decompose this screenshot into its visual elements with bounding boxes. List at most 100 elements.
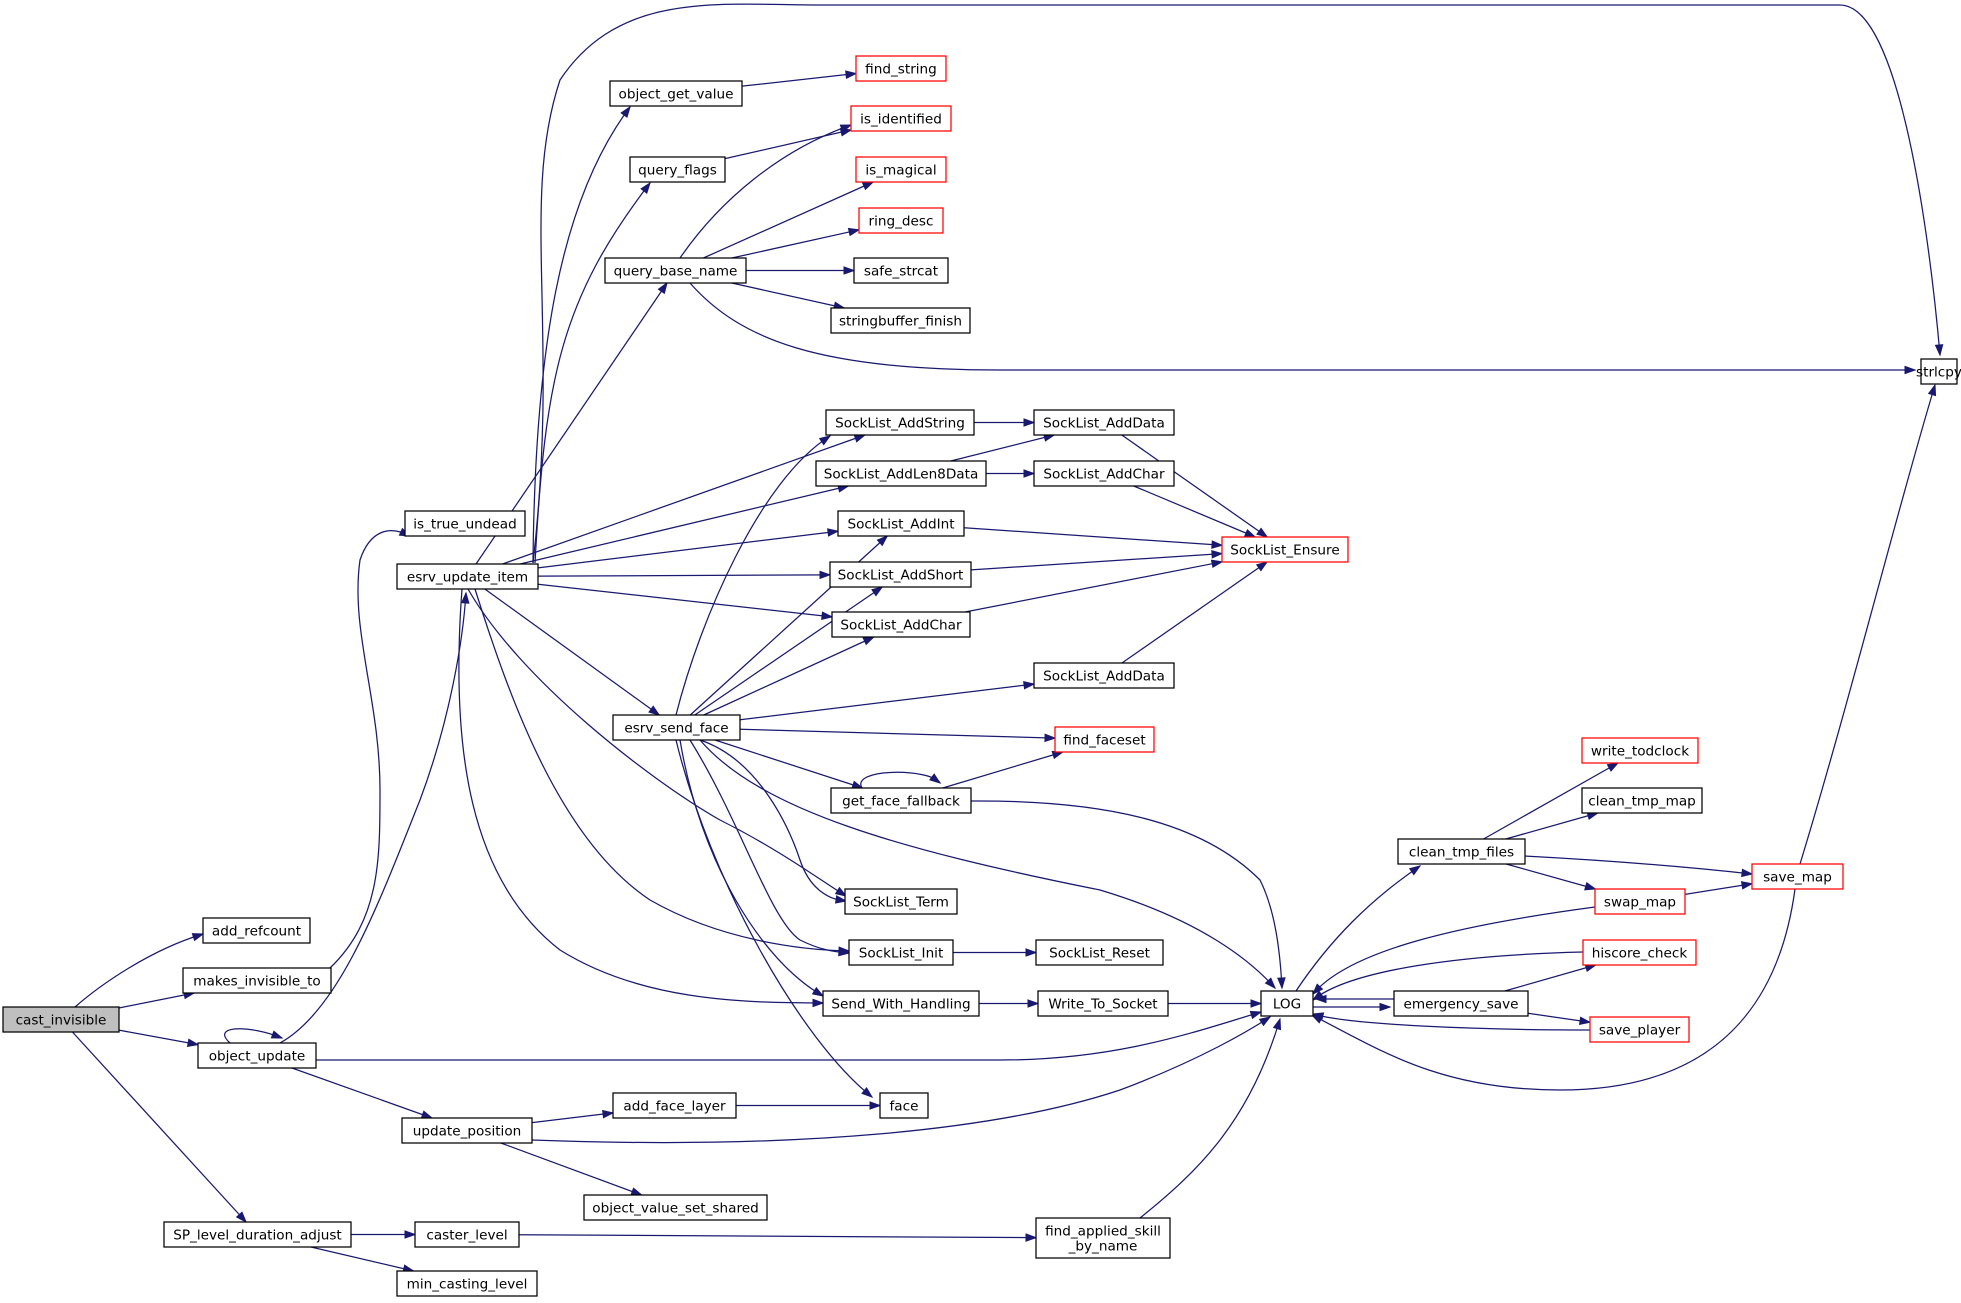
node-get-face-fallback[interactable]: get_face_fallback bbox=[830, 787, 972, 814]
node-label: SockList_AddInt bbox=[847, 517, 954, 533]
edge-swap_map-to-save_map bbox=[1684, 881, 1754, 895]
edge-object_update-to-object_update bbox=[224, 1028, 284, 1044]
edge-esrv_send_face-to-socklist_addshort bbox=[694, 586, 884, 716]
edge-query_base_name-to-is_magical bbox=[703, 181, 875, 259]
node-emergency-save[interactable]: emergency_save bbox=[1393, 990, 1529, 1017]
node-box bbox=[822, 990, 980, 1017]
node-socklist-addlen8data[interactable]: SockList_AddLen8Data bbox=[815, 460, 987, 487]
node-object-update[interactable]: object_update bbox=[197, 1042, 317, 1069]
node-box bbox=[604, 257, 747, 284]
node-label: SockList_AddShort bbox=[838, 568, 964, 584]
edge-socklist_init-to-socklist_reset bbox=[953, 948, 1038, 957]
node-min-casting-level[interactable]: min_casting_level bbox=[396, 1270, 538, 1297]
node-label: object_value_set_shared bbox=[592, 1201, 759, 1217]
node-is-magical[interactable]: is_magical bbox=[855, 156, 947, 183]
node-label: write_todclock bbox=[1591, 744, 1689, 760]
node-box bbox=[1033, 662, 1175, 689]
node-sp-level-duration-adjust[interactable]: SP_level_duration_adjust bbox=[163, 1221, 352, 1248]
node-face[interactable]: face bbox=[879, 1092, 929, 1119]
node-swap-map[interactable]: swap_map bbox=[1594, 888, 1686, 915]
node-add-face-layer[interactable]: add_face_layer bbox=[612, 1092, 737, 1119]
node-socklist-addchar-a[interactable]: SockList_AddChar bbox=[831, 611, 971, 638]
edge-makes_invisible_to-to-is_true_undead bbox=[329, 527, 412, 969]
node-hiscore-check[interactable]: hiscore_check bbox=[1582, 939, 1697, 966]
node-safe-strcat[interactable]: safe_strcat bbox=[853, 257, 949, 284]
node-find-applied-skill-by-name[interactable]: find_applied_skill_by_name bbox=[1035, 1217, 1171, 1259]
node-save-map[interactable]: save_map bbox=[1751, 863, 1844, 890]
node-query-base-name[interactable]: query_base_name bbox=[604, 257, 747, 284]
node-clean-tmp-map[interactable]: clean_tmp_map bbox=[1581, 787, 1703, 814]
node-clean-tmp-files[interactable]: clean_tmp_files bbox=[1397, 838, 1526, 865]
edge-esrv_send_face-to-socklist_adddata_b bbox=[739, 681, 1036, 721]
node-send-with-handling[interactable]: Send_With_Handling bbox=[822, 990, 980, 1017]
edge-update_position-to-object_value_set_shared bbox=[500, 1142, 644, 1196]
node-strlcpy[interactable]: strlcpy bbox=[1916, 358, 1961, 385]
edge-add_face_layer-to-face bbox=[736, 1101, 882, 1110]
node-box bbox=[815, 460, 987, 487]
node-update-position[interactable]: update_position bbox=[401, 1117, 533, 1144]
node-socklist-adddata-a[interactable]: SockList_AddData bbox=[1033, 409, 1175, 436]
edge-query_base_name-to-ring_desc bbox=[731, 227, 861, 259]
node-box bbox=[1033, 460, 1175, 487]
node-socklist-addchar-b[interactable]: SockList_AddChar bbox=[1033, 460, 1175, 487]
node-query-flags[interactable]: query_flags bbox=[629, 156, 726, 183]
node-log[interactable]: LOG bbox=[1260, 990, 1314, 1017]
node-label: SockList_AddData bbox=[1043, 669, 1165, 685]
node-socklist-term[interactable]: SockList_Term bbox=[844, 888, 958, 915]
edge-socklist_adddata_b-to-socklist_ensure bbox=[1121, 561, 1269, 664]
node-box bbox=[829, 561, 972, 588]
node-label: Send_With_Handling bbox=[831, 997, 970, 1013]
edge-get_face_fallback-to-log bbox=[969, 800, 1286, 990]
node-add-refcount[interactable]: add_refcount bbox=[202, 917, 311, 944]
node-label: query_flags bbox=[638, 163, 717, 179]
edge-esrv_update_item-to-socklist_addstring bbox=[502, 434, 867, 565]
edge-socklist_addlen8data-to-socklist_adddata_a bbox=[950, 433, 1056, 462]
edge-socklist_addstring-to-socklist_adddata_a bbox=[974, 418, 1036, 427]
node-socklist-init[interactable]: SockList_Init bbox=[848, 939, 954, 966]
node-object-get-value[interactable]: object_get_value bbox=[609, 80, 743, 107]
node-is-true-undead[interactable]: is_true_undead bbox=[404, 510, 526, 537]
node-label: esrv_update_item bbox=[407, 570, 528, 586]
node-box bbox=[182, 967, 332, 994]
node-label: stringbuffer_finish bbox=[839, 314, 962, 330]
node-object-value-set-shared[interactable]: object_value_set_shared bbox=[583, 1194, 768, 1221]
node-caster-level[interactable]: caster_level bbox=[414, 1221, 520, 1248]
edge-esrv_update_item-to-strlcpy bbox=[532, 3, 1944, 564]
node-esrv-send-face[interactable]: esrv_send_face bbox=[612, 714, 741, 741]
node-save-player[interactable]: save_player bbox=[1589, 1016, 1690, 1043]
edge-cast_invisible-to-object_update bbox=[118, 1029, 200, 1048]
node-makes-invisible-to[interactable]: makes_invisible_to bbox=[182, 967, 332, 994]
node-stringbuffer-finish[interactable]: stringbuffer_finish bbox=[830, 307, 971, 334]
nodes-layer: cast_invisible add_refcount makes_invisibl… bbox=[2, 55, 1961, 1297]
node-box bbox=[1035, 1217, 1171, 1259]
node-socklist-adddata-b[interactable]: SockList_AddData bbox=[1033, 662, 1175, 689]
node-box bbox=[850, 105, 952, 132]
node-socklist-addint[interactable]: SockList_AddInt bbox=[837, 510, 965, 537]
node-box bbox=[1397, 838, 1526, 865]
node-write-to-socket[interactable]: Write_To_Socket bbox=[1037, 990, 1169, 1017]
node-label: object_get_value bbox=[619, 87, 734, 103]
node-socklist-addshort[interactable]: SockList_AddShort bbox=[829, 561, 972, 588]
node-esrv-update-item[interactable]: esrv_update_item bbox=[396, 563, 539, 590]
node-box bbox=[1581, 737, 1699, 764]
node-label: makes_invisible_to bbox=[193, 974, 321, 990]
node-ring-desc[interactable]: ring_desc bbox=[858, 207, 944, 234]
node-box bbox=[825, 409, 975, 436]
edge-cast_invisible-to-sp_level_duration_adjust bbox=[71, 1031, 248, 1224]
node-socklist-addstring[interactable]: SockList_AddString bbox=[825, 409, 975, 436]
edge-query_base_name-to-strlcpy bbox=[689, 282, 1917, 375]
node-label: Write_To_Socket bbox=[1048, 997, 1157, 1013]
node-socklist-ensure[interactable]: SockList_Ensure bbox=[1221, 536, 1349, 563]
node-is-identified[interactable]: is_identified bbox=[850, 105, 952, 132]
node-cast-invisible[interactable]: cast_invisible bbox=[2, 1006, 120, 1033]
node-box bbox=[1393, 990, 1529, 1017]
node-socklist-reset[interactable]: SockList_Reset bbox=[1035, 939, 1164, 966]
node-write-todclock[interactable]: write_todclock bbox=[1581, 737, 1699, 764]
edge-socklist_addlen8data-to-socklist_addchar_b bbox=[986, 469, 1036, 478]
node-label: is_identified bbox=[860, 112, 942, 128]
edge-object_get_value-to-find_string bbox=[741, 70, 858, 87]
node-find-faceset[interactable]: find_faceset bbox=[1054, 726, 1155, 753]
node-find-string[interactable]: find_string bbox=[855, 55, 947, 82]
node-label: save_player bbox=[1599, 1023, 1681, 1039]
